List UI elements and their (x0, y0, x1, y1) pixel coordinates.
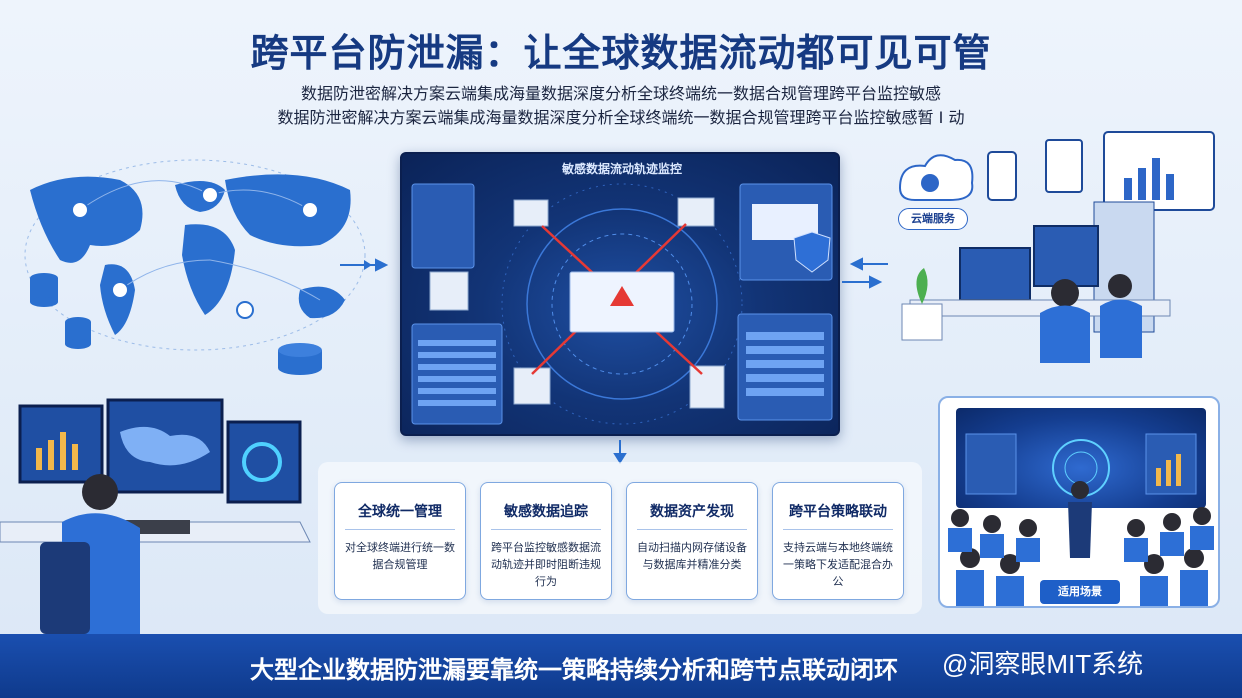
warning-icon (610, 286, 634, 306)
presentation-screen (956, 408, 1206, 508)
applicable-scenario-badge: 适用场景 (1040, 580, 1120, 604)
map-node-icon (111, 281, 129, 299)
monitor-right (226, 420, 302, 504)
feature-cards-panel: 全球统一管理 对全球终端进行统一数据合规管理 敏感数据追踪 跨平台监控敏感数据流… (318, 462, 922, 614)
feature-card-text: 对全球终端进行统一数据合规管理 (345, 541, 455, 571)
office-graphic (898, 131, 1215, 363)
feature-card-title: 全球统一管理 (358, 504, 442, 520)
server-icon (429, 271, 469, 311)
left-office-graphic (0, 398, 311, 634)
workstation-monitor (959, 247, 1031, 301)
database-icon (278, 343, 322, 375)
feature-card-divider (491, 529, 601, 530)
phone-icon (987, 151, 1017, 201)
map-node-icon (236, 301, 254, 319)
server-icon (689, 365, 725, 409)
feature-card-divider (783, 529, 893, 530)
meeting-scene (938, 396, 1220, 608)
dashboard-graphic (411, 183, 833, 425)
audience-graphic (948, 481, 1214, 606)
continent-africa (182, 224, 235, 315)
presenter-head (1071, 481, 1089, 499)
document-icon (1045, 139, 1083, 193)
workstation-monitor (1033, 225, 1099, 287)
continent-south-america (100, 264, 135, 335)
server-icon (677, 197, 715, 227)
feature-card-divider (637, 529, 747, 530)
footer-text: 大型企业数据防泄漏要靠统一策略持续分析和跨节点联动闭环 (250, 656, 898, 684)
person-head (82, 474, 118, 510)
watermark: @洞察眼MIT系统 (942, 649, 1144, 679)
map-node-icon (71, 201, 89, 219)
presenter-figure (1068, 502, 1092, 558)
feature-card-sensitive-tracking: 敏感数据追踪 跨平台监控敏感数据流动轨迹并即时阻断违规行为 (480, 482, 612, 600)
feature-card-title: 跨平台策略联动 (789, 504, 887, 520)
world-map-graphic (24, 159, 372, 375)
person-head (1051, 279, 1079, 307)
person-figure (1100, 299, 1142, 358)
database-icon (65, 317, 91, 349)
map-node-icon (301, 201, 319, 219)
continent-north-america (30, 176, 143, 263)
feature-card-asset-discovery: 数据资产发现 自动扫描内网存储设备与数据库并精准分类 (626, 482, 758, 600)
page-title: 跨平台防泄漏：让全球数据流动都可见可管 (250, 31, 992, 75)
data-flow-dashboard: 敏感数据流动轨迹监控 (400, 152, 840, 436)
left-top-panel (411, 183, 475, 269)
subtitle-line-2: 数据防泄密解决方案云端集成海量数据深度分析全球终端统一数据合规管理跨平台监控敏感… (277, 108, 965, 127)
dashboard-title: 敏感数据流动轨迹监控 (561, 162, 682, 176)
feature-card-policy-linkage: 跨平台策略联动 支持云端与本地终端统一策略下发适配混合办公 (772, 482, 904, 600)
left-bottom-panel (411, 323, 503, 425)
world-map-illustration (10, 150, 380, 390)
shield-icon (793, 231, 831, 273)
feature-card-text: 自动扫描内网存储设备与数据库并精准分类 (637, 541, 747, 571)
feature-card-text: 支持云端与本地终端统一策略下发适配混合办公 (783, 541, 893, 588)
cloud-service-label: 云端服务 (898, 208, 968, 230)
feature-card-global-management: 全球统一管理 对全球终端进行统一数据合规管理 (334, 482, 466, 600)
feature-card-title: 数据资产发现 (650, 504, 734, 520)
monitoring-office-scene (0, 392, 320, 634)
cloud-office-scene (880, 128, 1230, 378)
footer-banner (0, 634, 1242, 698)
map-node-icon (201, 186, 219, 204)
person-figure (1040, 305, 1090, 363)
person-head (1108, 274, 1132, 298)
presentation-graphic (965, 433, 1197, 497)
continent-asia (225, 174, 351, 247)
chair (40, 542, 90, 634)
database-icon (30, 273, 58, 307)
server-icon (513, 199, 549, 227)
feature-card-text: 跨平台监控敏感数据流动轨迹并即时阻断违规行为 (491, 541, 601, 588)
subtitle-line-1: 数据防泄密解决方案云端集成海量数据深度分析全球终端统一数据合规管理跨平台监控敏感 (300, 84, 941, 103)
feature-card-divider (345, 529, 455, 530)
feature-card-title: 敏感数据追踪 (504, 504, 588, 520)
